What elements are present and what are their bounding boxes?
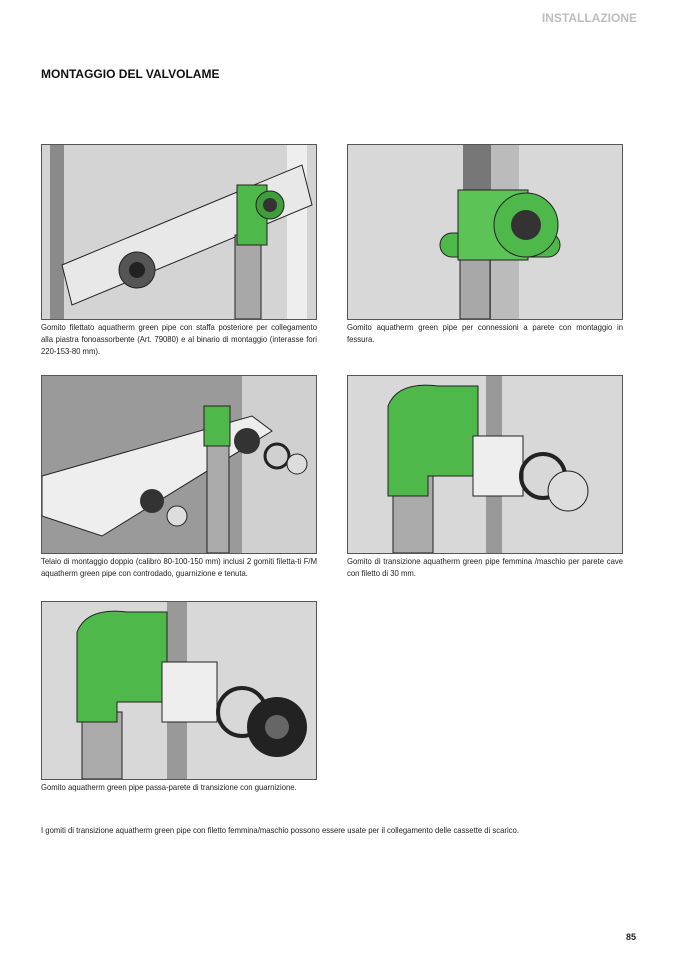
page-number: 85 bbox=[626, 932, 637, 942]
footer-paragraph: I gomiti di transizione aquatherm green … bbox=[41, 825, 519, 835]
figure-elbow-bracket-rail bbox=[41, 144, 317, 320]
page-title: MONTAGGIO DEL VALVOLAME bbox=[41, 67, 220, 81]
figure-caption: Gomito aquatherm green pipe passa-parete… bbox=[41, 782, 297, 792]
section-header: INSTALLAZIONE bbox=[541, 11, 637, 25]
figure-double-mounting-frame bbox=[41, 375, 317, 554]
figure-transition-elbow-hollow-wall bbox=[347, 375, 623, 554]
figure-elbow-slot-mount bbox=[347, 144, 623, 320]
figure-caption: Gomito aquatherm green pipe per connessi… bbox=[347, 322, 623, 344]
figure-caption: Gomito filettato aquatherm green pipe co… bbox=[41, 322, 317, 356]
figure-wall-passthrough-elbow bbox=[41, 601, 317, 780]
figure-caption: Telaio di montaggio doppio (calibro 80-1… bbox=[41, 556, 317, 578]
figure-caption: Gomito di transizione aquatherm green pi… bbox=[347, 556, 623, 578]
